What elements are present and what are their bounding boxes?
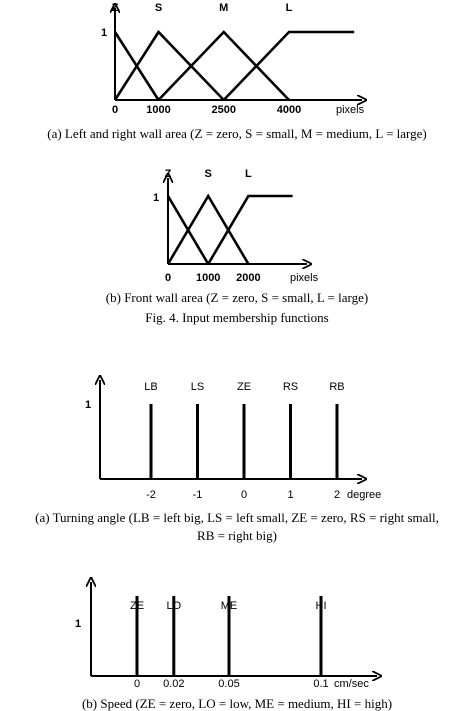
x-tick-0-05: 0.05 xyxy=(218,678,239,690)
spike-label-rb: RB xyxy=(329,381,344,393)
y-tick-label: 1 xyxy=(85,399,91,411)
x-unit-label: cm/sec xyxy=(334,678,369,690)
series-l-line xyxy=(207,194,293,265)
front-wall-chart: 1 Z S L 0 1000 2000 pixels (b) Front wall ar… xyxy=(106,168,368,305)
caption: (a) Left and right wall area (Z = zero, … xyxy=(47,126,426,141)
series-name-s: S xyxy=(155,2,162,14)
x-tick-0: 0 xyxy=(241,489,247,501)
speed-chart: 1 ZE LO ME HI 0 0.02 0.05 0.1 cm/sec (b) Speed… xyxy=(75,582,392,711)
series-name-z: Z xyxy=(112,2,119,14)
x-tick-0: 0 xyxy=(134,678,140,690)
x-tick-2: -2 xyxy=(146,489,156,501)
wall-area-chart: 1 Z S M L 0 1000 2500 4000 pixels (a) Left and… xyxy=(47,2,426,141)
spike-label-ze: ZE xyxy=(130,600,144,612)
spike-label-hi: HI xyxy=(316,600,327,612)
spike-label-lo: LO xyxy=(166,600,181,612)
spike-label-rs: RS xyxy=(283,381,298,393)
series-name-z: Z xyxy=(165,168,172,180)
series-name-s: S xyxy=(205,168,212,180)
caption-line-2: RB = right big) xyxy=(197,528,277,543)
caption: (b) Speed (ZE = zero, LO = low, ME = med… xyxy=(82,696,392,711)
series-m-line xyxy=(157,30,290,101)
series-s-line xyxy=(113,29,225,101)
x-tick-1: 1 xyxy=(287,489,293,501)
y-tick-label: 1 xyxy=(153,192,159,204)
spike-label-ze: ZE xyxy=(237,381,251,393)
caption: (b) Front wall area (Z = zero, S = small… xyxy=(106,290,368,305)
x-tick-0-02: 0.02 xyxy=(163,678,184,690)
spike-label-lb: LB xyxy=(144,381,157,393)
x-tick-0: 0 xyxy=(112,104,118,116)
y-tick-label: 1 xyxy=(75,618,81,630)
series-name-l: L xyxy=(286,2,293,14)
x-tick-2500: 2500 xyxy=(212,104,236,116)
series-name-l: L xyxy=(245,168,252,180)
x-tick-1000: 1000 xyxy=(146,104,170,116)
x-tick-4000: 4000 xyxy=(277,104,301,116)
x-tick-2: 2 xyxy=(334,489,340,501)
spike-label-ls: LS xyxy=(191,381,204,393)
x-tick-0: 0 xyxy=(165,272,171,284)
x-unit-label: pixels xyxy=(336,104,365,116)
series-name-m: M xyxy=(219,2,228,14)
y-tick-label: 1 xyxy=(101,27,107,39)
spike-label-me: ME xyxy=(221,600,238,612)
x-tick-2000: 2000 xyxy=(236,272,260,284)
figure-caption: Fig. 4. Input membership functions xyxy=(145,310,328,325)
x-tick-1: -1 xyxy=(193,489,203,501)
caption-line-1: (a) Turning angle (LB = left big, LS = l… xyxy=(35,510,439,525)
series-s-line xyxy=(166,193,250,265)
series-l-line xyxy=(222,30,355,101)
x-unit-label: degree xyxy=(347,489,381,501)
turning-angle-chart: 1 LB LS ZE RS RB -2 -1 0 1 2 degree (a) Turning … xyxy=(35,380,439,543)
x-unit-label: pixels xyxy=(290,272,319,284)
x-tick-0-1: 0.1 xyxy=(313,678,328,690)
x-tick-1000: 1000 xyxy=(196,272,220,284)
